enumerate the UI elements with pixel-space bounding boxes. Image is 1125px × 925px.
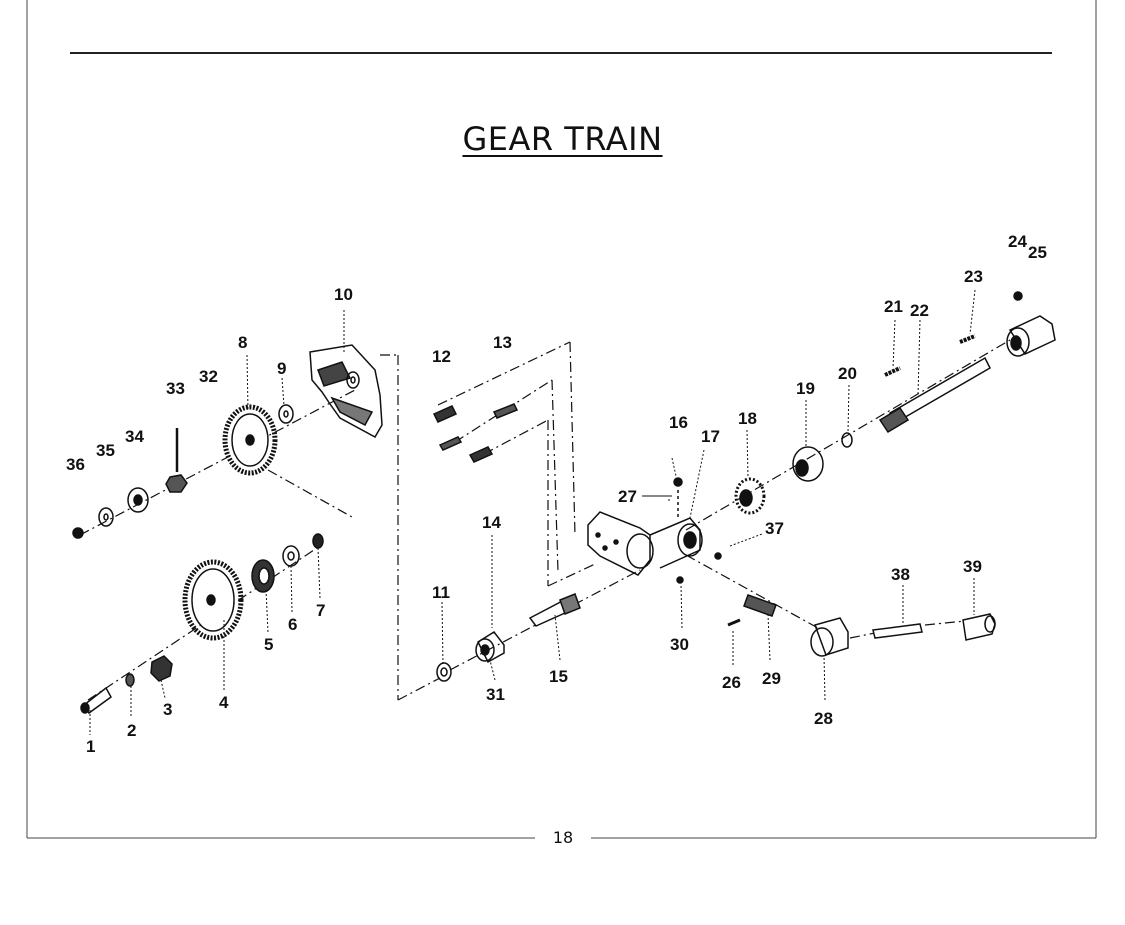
page-number: 18 xyxy=(535,828,591,847)
part-29-shaft-icon xyxy=(743,594,777,617)
callout-26: 26 xyxy=(722,673,741,692)
part-23-key-icon xyxy=(959,334,976,344)
part-34-bushing-icon xyxy=(127,487,149,513)
part-31-bushing-icon xyxy=(477,631,505,664)
part-22-shaft-icon xyxy=(889,356,991,425)
callout-39: 39 xyxy=(963,557,982,576)
callout-17: 17 xyxy=(701,427,720,446)
part-36-nut-icon xyxy=(72,527,84,539)
part-13-pin-icon xyxy=(492,403,519,419)
part-8-gear-icon xyxy=(222,404,278,476)
callout-11: 11 xyxy=(432,583,450,602)
part-19-bushing-icon xyxy=(792,446,824,482)
part-32-hex-nut-icon xyxy=(165,474,188,493)
page-title: GEAR TRAIN xyxy=(462,120,663,158)
callout-38: 38 xyxy=(891,565,910,584)
callout-20: 20 xyxy=(838,364,857,383)
part-7-nut-icon xyxy=(312,533,324,549)
callout-13: 13 xyxy=(493,333,512,352)
leader-lines xyxy=(89,289,976,735)
part-16-setscrew-icon xyxy=(673,477,683,487)
part-21-key-icon xyxy=(884,366,901,377)
callout-25: 25 xyxy=(1028,243,1047,262)
callout-3: 3 xyxy=(163,700,172,719)
callout-18: 18 xyxy=(738,409,757,428)
callout-5: 5 xyxy=(264,635,273,654)
callout-2: 2 xyxy=(127,721,136,740)
part-25-sleeve-icon xyxy=(1008,315,1056,355)
callout-labels: 1 2 3 4 5 6 7 8 9 10 11 12 13 14 15 16 1… xyxy=(66,232,1047,756)
callout-6: 6 xyxy=(288,615,297,634)
callout-37: 37 xyxy=(765,519,784,538)
callout-27: 27 xyxy=(618,487,637,506)
callout-35: 35 xyxy=(96,441,115,460)
callout-22: 22 xyxy=(910,301,929,320)
callout-32: 32 xyxy=(199,367,218,386)
callout-16: 16 xyxy=(669,413,688,432)
part-12-screw-icon xyxy=(432,405,458,423)
part-3-hex-nut-icon xyxy=(150,655,173,682)
callout-36: 36 xyxy=(66,455,85,474)
part-2-washer-icon xyxy=(125,673,135,687)
callout-28: 28 xyxy=(814,709,833,728)
part-20-washer-icon xyxy=(841,432,853,448)
part-11-washer-icon xyxy=(436,662,452,682)
part-24-setscrew-icon xyxy=(1013,291,1023,301)
callout-12: 12 xyxy=(432,347,451,366)
callout-33: 33 xyxy=(166,379,185,398)
part-38-pin-icon xyxy=(872,623,923,639)
part-6-washer-icon xyxy=(282,545,300,567)
callout-21: 21 xyxy=(884,297,903,316)
part-35-washer-icon xyxy=(98,507,114,527)
part-37-setscrew-icon xyxy=(714,552,722,560)
part-10-bracket-icon xyxy=(309,344,383,439)
part-18-bushing-icon xyxy=(734,477,766,515)
part-27-housing-icon xyxy=(587,511,651,576)
part-4-gear-icon xyxy=(182,559,244,641)
callout-31: 31 xyxy=(486,685,505,704)
part-28-knob-icon xyxy=(814,617,849,656)
axis-lines xyxy=(79,339,1011,701)
callout-7: 7 xyxy=(316,601,325,620)
callout-19: 19 xyxy=(796,379,815,398)
callout-30: 30 xyxy=(670,635,689,654)
callout-34: 34 xyxy=(125,427,144,446)
part-9-washer-icon xyxy=(278,404,294,424)
part-30-setscrew-icon xyxy=(676,576,684,584)
callout-24: 24 xyxy=(1008,232,1027,251)
callout-8: 8 xyxy=(238,333,247,352)
callout-23: 23 xyxy=(964,267,983,286)
part-26-pin-icon xyxy=(727,618,741,627)
callout-15: 15 xyxy=(549,667,568,686)
callout-29: 29 xyxy=(762,669,781,688)
callout-1: 1 xyxy=(86,737,95,756)
callout-14: 14 xyxy=(482,513,501,532)
callout-10: 10 xyxy=(334,285,353,304)
part-39-handle-icon xyxy=(962,613,996,641)
callout-4: 4 xyxy=(219,693,229,712)
callout-9: 9 xyxy=(277,359,286,378)
